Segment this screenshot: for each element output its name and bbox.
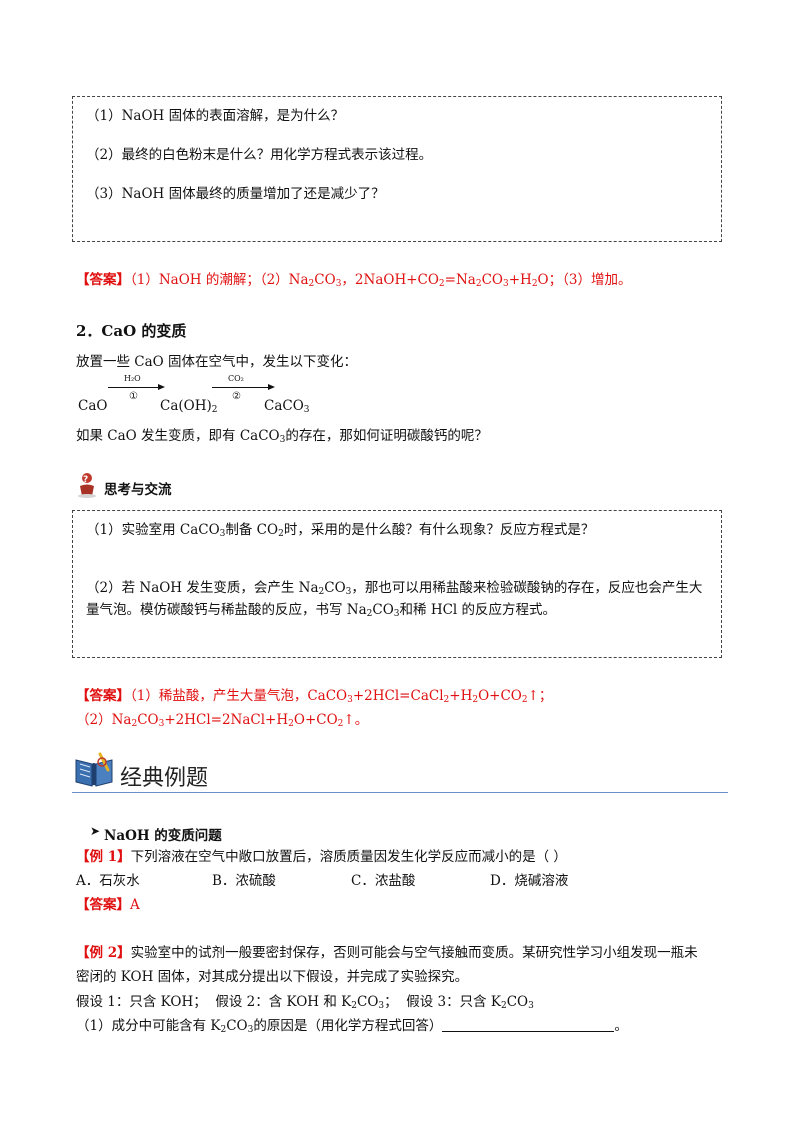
- section-rule: [72, 792, 728, 793]
- arrow-2-bottom-label: ②: [232, 391, 241, 402]
- arrow-1-head: [158, 384, 165, 390]
- answer-blank[interactable]: [442, 1018, 615, 1032]
- product-caoh2: Ca(OH)2: [160, 398, 218, 415]
- question-box-2: [72, 510, 722, 658]
- box1-q3: （3）NaOH 固体最终的质量增加了还是减少了？: [86, 186, 385, 202]
- reactant-cao: CaO: [78, 398, 108, 414]
- box1-q2: （2）最终的白色粉末是什么？用化学方程式表示该过程。: [86, 147, 433, 163]
- think-title: 思考与交流: [104, 482, 172, 498]
- answer-2-line2: （2）Na2CO3+2HCl=2NaCl+H2O+CO2↑。: [76, 712, 369, 729]
- question-person-icon: ?: [74, 472, 98, 498]
- example-1-option-b: B．浓硫酸: [212, 873, 276, 889]
- arrow-2-head: [268, 384, 275, 390]
- example-2-hypotheses: 假设 1：只含 KOH； 假设 2：含 KOH 和 K2CO3； 假设 3：只含…: [76, 994, 534, 1011]
- example-1-option-c: C．浓盐酸: [351, 873, 416, 889]
- example-2-q1: （1）成分中可能含有 K2CO3的原因是（用化学方程式回答）。: [76, 1018, 628, 1035]
- example-1-option-d: D．烧碱溶液: [490, 873, 569, 889]
- example-1-answer: 【答案】A: [76, 897, 140, 913]
- question-box-1: [72, 96, 722, 242]
- box1-q1: （1）NaOH 固体的表面溶解，是为什么？: [86, 108, 345, 124]
- classic-examples-title: 经典例题: [120, 766, 209, 791]
- answer-tag: 【答案】: [76, 272, 130, 288]
- arrow-1: [108, 387, 160, 388]
- triangle-bullet-icon: ➤: [90, 824, 101, 838]
- classic-subtitle: NaOH 的变质问题: [104, 828, 222, 844]
- section-2-title: 2．CaO 的变质: [76, 322, 187, 340]
- answer-2-line1: 【答案】（1）稀盐酸，产生大量气泡，CaCO3+2HCl=CaCl2+H2O+C…: [76, 688, 553, 705]
- arrow-2: [212, 387, 270, 388]
- product-caco3: CaCO3: [264, 398, 310, 415]
- example-2-line2: 密闭的 KOH 固体，对其成分提出以下假设，并完成了实验探究。: [76, 969, 469, 985]
- example-2-line1: 【例 2】实验室中的试剂一般要密封保存，否则可能会与空气接触而变质。某研究性学习…: [76, 945, 698, 961]
- example-1-option-a: A．石灰水: [76, 873, 140, 889]
- answer-1: 【答案】（1）NaOH 的潮解；（2）Na2CO3，2NaOH+CO2=Na2C…: [76, 272, 632, 289]
- arrow-2-top-label: CO₂: [228, 374, 244, 383]
- section-2-intro: 放置一些 CaO 固体在空气中，发生以下变化：: [76, 354, 358, 370]
- book-icon: [72, 750, 116, 790]
- think-q2-line2: 量气泡。模仿碳酸钙与稀盐酸的反应，书写 Na2CO3和稀 HCl 的反应方程式。: [86, 602, 557, 619]
- think-q2-line1: （2）若 NaOH 发生变质，会产生 Na2CO3，那也可以用稀盐酸来检验碳酸钠…: [86, 580, 703, 597]
- think-q1: （1）实验室用 CaCO3制备 CO2时，采用的是什么酸？有什么现象？反应方程式…: [86, 522, 595, 539]
- arrow-1-bottom-label: ①: [129, 391, 138, 402]
- arrow-1-top-label: H₂O: [124, 374, 141, 383]
- svg-text:?: ?: [83, 475, 88, 485]
- example-1-question: 【例 1】下列溶液在空气中敞口放置后，溶质质量因发生化学反应而减小的是（ ）: [76, 849, 567, 865]
- section-2-question: 如果 CaO 发生变质，即有 CaCO3的存在，那如何证明碳酸钙的呢？: [76, 428, 488, 445]
